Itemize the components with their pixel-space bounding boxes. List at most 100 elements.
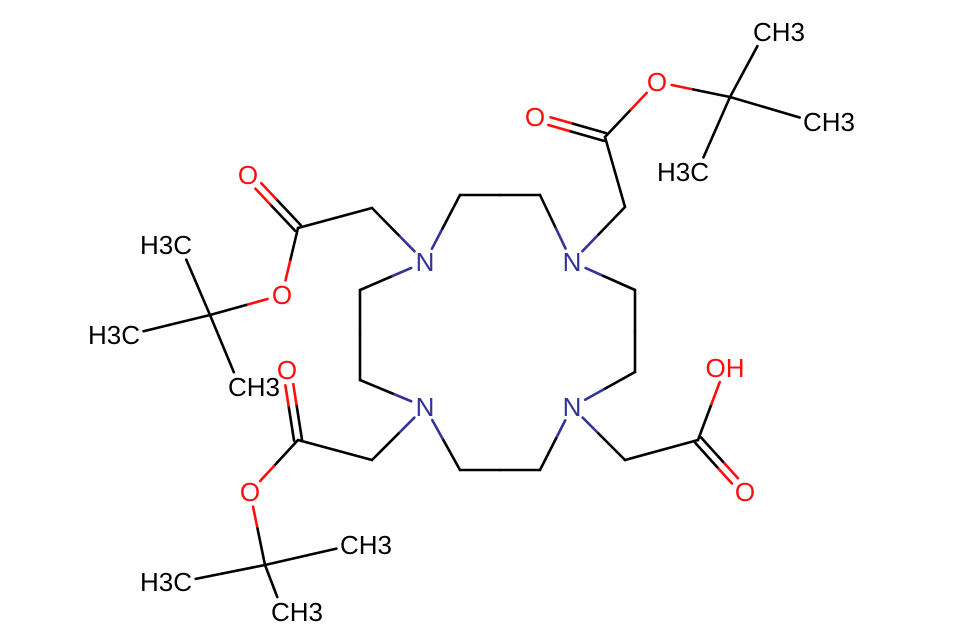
bond: [358, 274, 394, 292]
bond: [702, 133, 715, 159]
bond: [602, 370, 637, 391]
bond: [547, 123, 571, 133]
bond: [256, 527, 267, 567]
bond: [602, 274, 637, 292]
bond: [333, 206, 374, 220]
bond: [397, 233, 416, 253]
bond: [728, 63, 749, 99]
bond: [221, 563, 267, 575]
methyl-atom-label: CH3: [803, 107, 855, 137]
bond: [692, 88, 732, 99]
methyl-atom-label: H3C: [657, 157, 709, 187]
bond: [603, 108, 633, 139]
bond: [370, 432, 400, 462]
bond: [623, 448, 663, 462]
bond: [670, 83, 695, 91]
bond: [441, 193, 462, 230]
bond: [397, 416, 416, 435]
bond: [223, 349, 236, 374]
bond: [723, 462, 740, 480]
bond: [693, 441, 720, 470]
oxygen-atom-label: O: [240, 477, 260, 507]
bond: [194, 572, 224, 581]
bond: [287, 404, 296, 442]
nitrogen-atom-label: N: [416, 392, 435, 422]
methyl-atom-label: CH3: [271, 597, 323, 627]
bond: [295, 403, 304, 441]
bond: [307, 547, 338, 557]
bond: [284, 260, 292, 282]
nitrogen-atom-label: N: [563, 247, 582, 277]
bond: [263, 563, 276, 590]
bond: [613, 170, 627, 209]
bond: [254, 187, 272, 206]
bond: [258, 464, 276, 483]
oxygen-atom-label: O: [647, 67, 667, 97]
bond: [771, 108, 801, 119]
bond: [284, 384, 290, 407]
bond: [660, 438, 700, 452]
oxygen-atom-label: O: [277, 355, 297, 385]
bond: [584, 266, 605, 278]
bond: [430, 227, 444, 251]
bond: [581, 416, 600, 435]
bond: [554, 227, 567, 250]
bond: [603, 135, 617, 174]
bond: [430, 418, 444, 440]
bond: [597, 432, 627, 462]
bond: [259, 181, 278, 201]
bond: [554, 419, 567, 440]
methyl-atom-label: CH3: [340, 530, 392, 560]
oxygen-atom-label: O: [238, 160, 258, 190]
bond: [538, 193, 558, 230]
bond: [263, 553, 310, 567]
bond: [712, 95, 732, 136]
oxygen-atom-label: OH: [706, 353, 745, 383]
methyl-atom-label: H3C: [88, 320, 140, 350]
bond: [538, 437, 558, 472]
methyl-atom-label: CH3: [228, 372, 280, 402]
bond: [268, 202, 297, 233]
bond: [567, 129, 606, 143]
methyl-atom-label: CH3: [753, 17, 805, 47]
bond: [296, 438, 337, 452]
bond: [274, 197, 303, 227]
bond: [581, 233, 600, 253]
bond: [288, 226, 300, 263]
oxygen-atom-label: O: [525, 102, 545, 132]
bond: [696, 402, 713, 442]
bond: [629, 91, 648, 111]
bond: [391, 266, 413, 278]
bond: [291, 382, 298, 406]
bond: [597, 205, 627, 236]
bond: [583, 388, 605, 402]
bond: [296, 216, 337, 230]
nitrogen-atom-label: N: [563, 392, 582, 422]
bond: [391, 392, 413, 403]
bond: [699, 436, 726, 465]
oxygen-atom-label: O: [272, 280, 292, 310]
bond: [370, 206, 400, 237]
bond: [728, 95, 774, 111]
methyl-atom-label: H3C: [140, 567, 192, 597]
methyl-atom-label: H3C: [140, 230, 192, 260]
bond: [208, 313, 227, 353]
oxygen-atom-label: O: [735, 477, 755, 507]
bond: [193, 278, 212, 317]
bond: [185, 258, 197, 282]
bond: [208, 303, 248, 317]
bond: [251, 505, 259, 530]
bond: [272, 587, 279, 599]
bond: [569, 121, 608, 135]
bond: [441, 437, 462, 472]
nitrogen-atom-label: N: [416, 247, 435, 277]
bond: [746, 44, 759, 66]
bond: [142, 323, 171, 333]
bond: [167, 313, 212, 327]
bond: [272, 438, 300, 468]
bond: [244, 297, 269, 307]
bond: [710, 380, 722, 406]
bond: [717, 467, 734, 485]
